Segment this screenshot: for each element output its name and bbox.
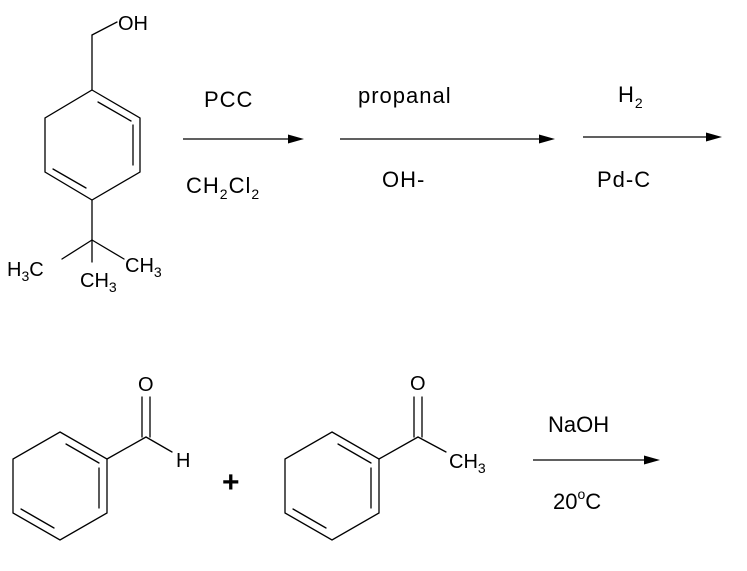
aldehyde-h-bond: [145, 436, 173, 453]
reaction-arrow-step-2: propanal OH-: [340, 83, 555, 192]
methyl-left-bond: [61, 239, 93, 260]
svg-text:CH3: CH3: [125, 255, 162, 280]
reagent-propanal: propanal: [358, 83, 452, 108]
reaction-arrow-step-1: PCC CH2Cl2: [183, 87, 304, 202]
benzene-ring: [44, 89, 141, 201]
ring-carbonyl-bond: [106, 436, 147, 460]
methyl-label: CH3: [449, 451, 486, 476]
tert-butylbenzyl-alcohol-structure: OH H3C CH3 CH3: [7, 13, 162, 295]
methyl-bond: [417, 436, 447, 453]
reaction-arrow-aldol: NaOH 20oC: [533, 412, 660, 514]
reagent-pcc: PCC: [204, 87, 253, 112]
reagent-naoh: NaOH: [548, 412, 609, 437]
acetophenone-structure: O CH3: [284, 373, 486, 541]
scheme-2: O H + O CH3 NaOH 20oC: [12, 373, 660, 541]
scheme-1: OH H3C CH3 CH3 PCC CH2Cl2: [7, 13, 722, 295]
ring-carbonyl-bond: [378, 436, 419, 460]
oxygen-label: O: [138, 374, 154, 396]
plus-sign: +: [222, 466, 240, 499]
c-o-bond: [91, 21, 118, 36]
catalyst-pd-c: Pd-C: [597, 167, 651, 192]
benzene-ring: [284, 431, 380, 541]
reaction-arrow-step-3: H2 Pd-C: [583, 82, 722, 192]
svg-text:CH3: CH3: [80, 270, 117, 295]
oxygen-label: O: [410, 373, 426, 395]
reagent-hydroxide: OH-: [382, 167, 425, 192]
hydroxyl-label: OH: [118, 13, 148, 35]
methyl-right-bond: [91, 239, 125, 260]
aldehyde-hydrogen-label: H: [176, 450, 190, 472]
benzene-ring: [12, 431, 108, 541]
methyl-left-label: H3C: [7, 259, 44, 284]
methyl-right-label: CH3: [125, 255, 162, 280]
temperature-label: 20oC: [553, 486, 601, 514]
solvent-dichloromethane: CH2Cl2: [186, 173, 260, 202]
svg-text:H3C: H3C: [7, 259, 44, 284]
benzaldehyde-structure: O H: [12, 374, 190, 541]
methyl-bottom-label: CH3: [80, 270, 117, 295]
reagent-hydrogen: H2: [618, 82, 644, 111]
